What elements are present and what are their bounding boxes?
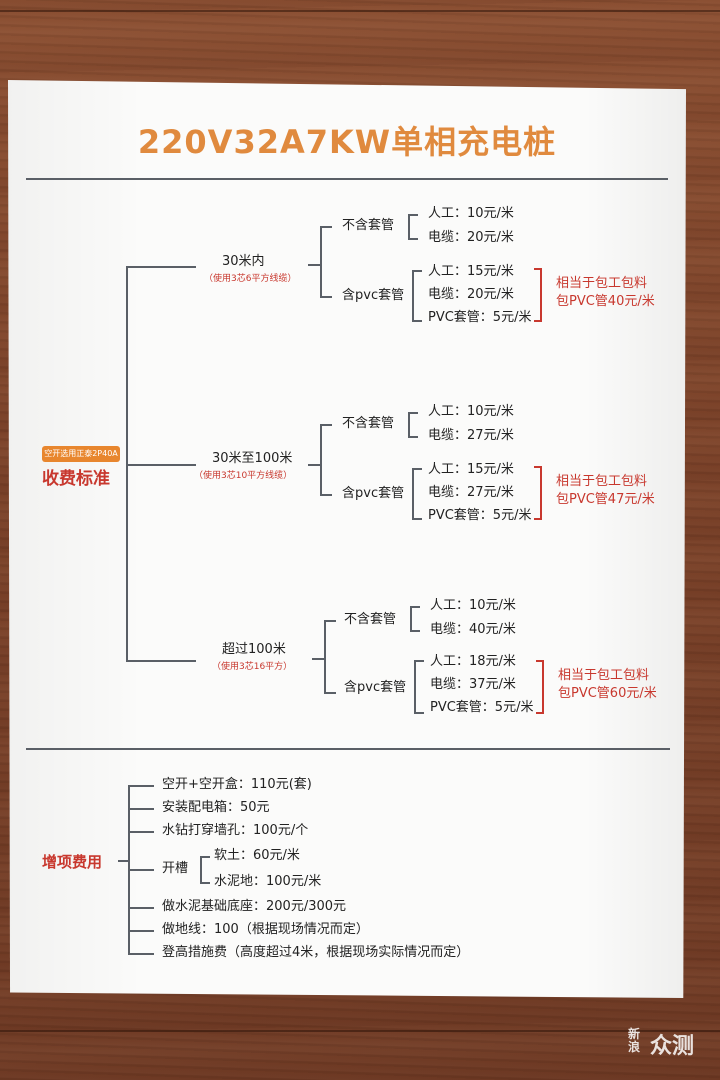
sheet-title: 220V32A7KW单相充电桩	[137, 123, 557, 161]
sina-zhongce-watermark: 新浪 众测	[628, 1028, 716, 1072]
extra-item: 做水泥基础底座：200元/300元	[162, 899, 347, 914]
option-no-pipe: 不含套管	[342, 416, 395, 431]
tier-cable-note: （使用3芯6平方线缆）	[204, 274, 297, 284]
extra-item: 空开+空开盒：110元(套)	[162, 777, 312, 792]
option-with-pipe: 含pvc套管	[342, 288, 405, 303]
tier-label: 30米内	[222, 254, 265, 269]
price-item: 电缆：20元/米	[428, 230, 514, 245]
price-item: 人工：10元/米	[430, 598, 516, 613]
option-no-pipe: 不含套管	[342, 218, 395, 233]
summary-line: 包PVC管60元/米	[558, 686, 657, 701]
price-item: PVC套管：5元/米	[428, 310, 532, 325]
breaker-note-badge: 空开选用正泰2P40A	[42, 446, 120, 462]
price-item: 人工：10元/米	[428, 404, 514, 419]
price-item: 人工：15元/米	[428, 264, 514, 279]
price-item: PVC套管：5元/米	[428, 508, 532, 523]
board-seam	[0, 10, 720, 12]
price-item: 电缆：40元/米	[430, 622, 516, 637]
extra-item: 水钻打穿墙孔：100元/个	[162, 823, 309, 838]
price-item: PVC套管：5元/米	[430, 700, 534, 715]
summary-line: 包PVC管40元/米	[556, 294, 655, 309]
summary-bracket	[540, 466, 542, 520]
summary-line: 相当于包工包料	[556, 474, 648, 489]
option-with-pipe: 含pvc套管	[342, 486, 405, 501]
summary-bracket	[540, 268, 542, 322]
option-with-pipe: 含pvc套管	[344, 680, 407, 695]
tier-branch	[126, 266, 196, 268]
tier-cable-note: （使用3芯16平方）	[212, 662, 293, 672]
tier-bracket	[320, 424, 322, 496]
price-sheet: 220V32A7KW单相充电桩 空开选用正泰2P40A 收费标准 30米内 （使…	[8, 80, 686, 998]
middle-divider	[26, 748, 670, 750]
price-item: 人工：15元/米	[428, 462, 514, 477]
tier-branch	[126, 660, 196, 662]
board-seam	[0, 1030, 720, 1032]
summary-line: 相当于包工包料	[558, 668, 650, 683]
groove-label: 开槽	[162, 861, 189, 876]
summary-line: 相当于包工包料	[556, 276, 648, 291]
top-divider	[26, 178, 668, 180]
summary-line: 包PVC管47元/米	[556, 492, 655, 507]
tier-cable-note: （使用3芯10平方线缆）	[194, 471, 293, 481]
extra-item: 登高措施费（高度超过4米，根据现场实际情况而定）	[162, 945, 470, 960]
tier-label: 超过100米	[222, 642, 286, 657]
price-item: 人工：10元/米	[428, 206, 514, 221]
extra-item: 安装配电箱：50元	[162, 800, 270, 815]
extra-fees-label: 增项费用	[42, 853, 103, 871]
tier-label: 30米至100米	[212, 451, 293, 466]
tier-branch	[126, 464, 196, 466]
price-item: 电缆：37元/米	[430, 677, 516, 692]
tier-bracket	[320, 226, 322, 298]
price-item: 电缆：27元/米	[428, 485, 514, 500]
price-item: 电缆：27元/米	[428, 428, 514, 443]
groove-item: 水泥地：100元/米	[214, 874, 322, 889]
extra-item: 做地线：100（根据现场情况而定）	[162, 922, 369, 937]
watermark-line1: 新浪	[628, 1027, 641, 1054]
option-no-pipe: 不含套管	[344, 612, 397, 627]
watermark-line2: 众测	[650, 1034, 695, 1059]
price-item: 人工：18元/米	[430, 654, 516, 669]
summary-bracket	[542, 660, 544, 714]
groove-item: 软土：60元/米	[214, 848, 300, 863]
price-item: 电缆：20元/米	[428, 287, 514, 302]
tier-bracket	[324, 620, 326, 694]
fee-standard-label: 收费标准	[42, 469, 110, 489]
